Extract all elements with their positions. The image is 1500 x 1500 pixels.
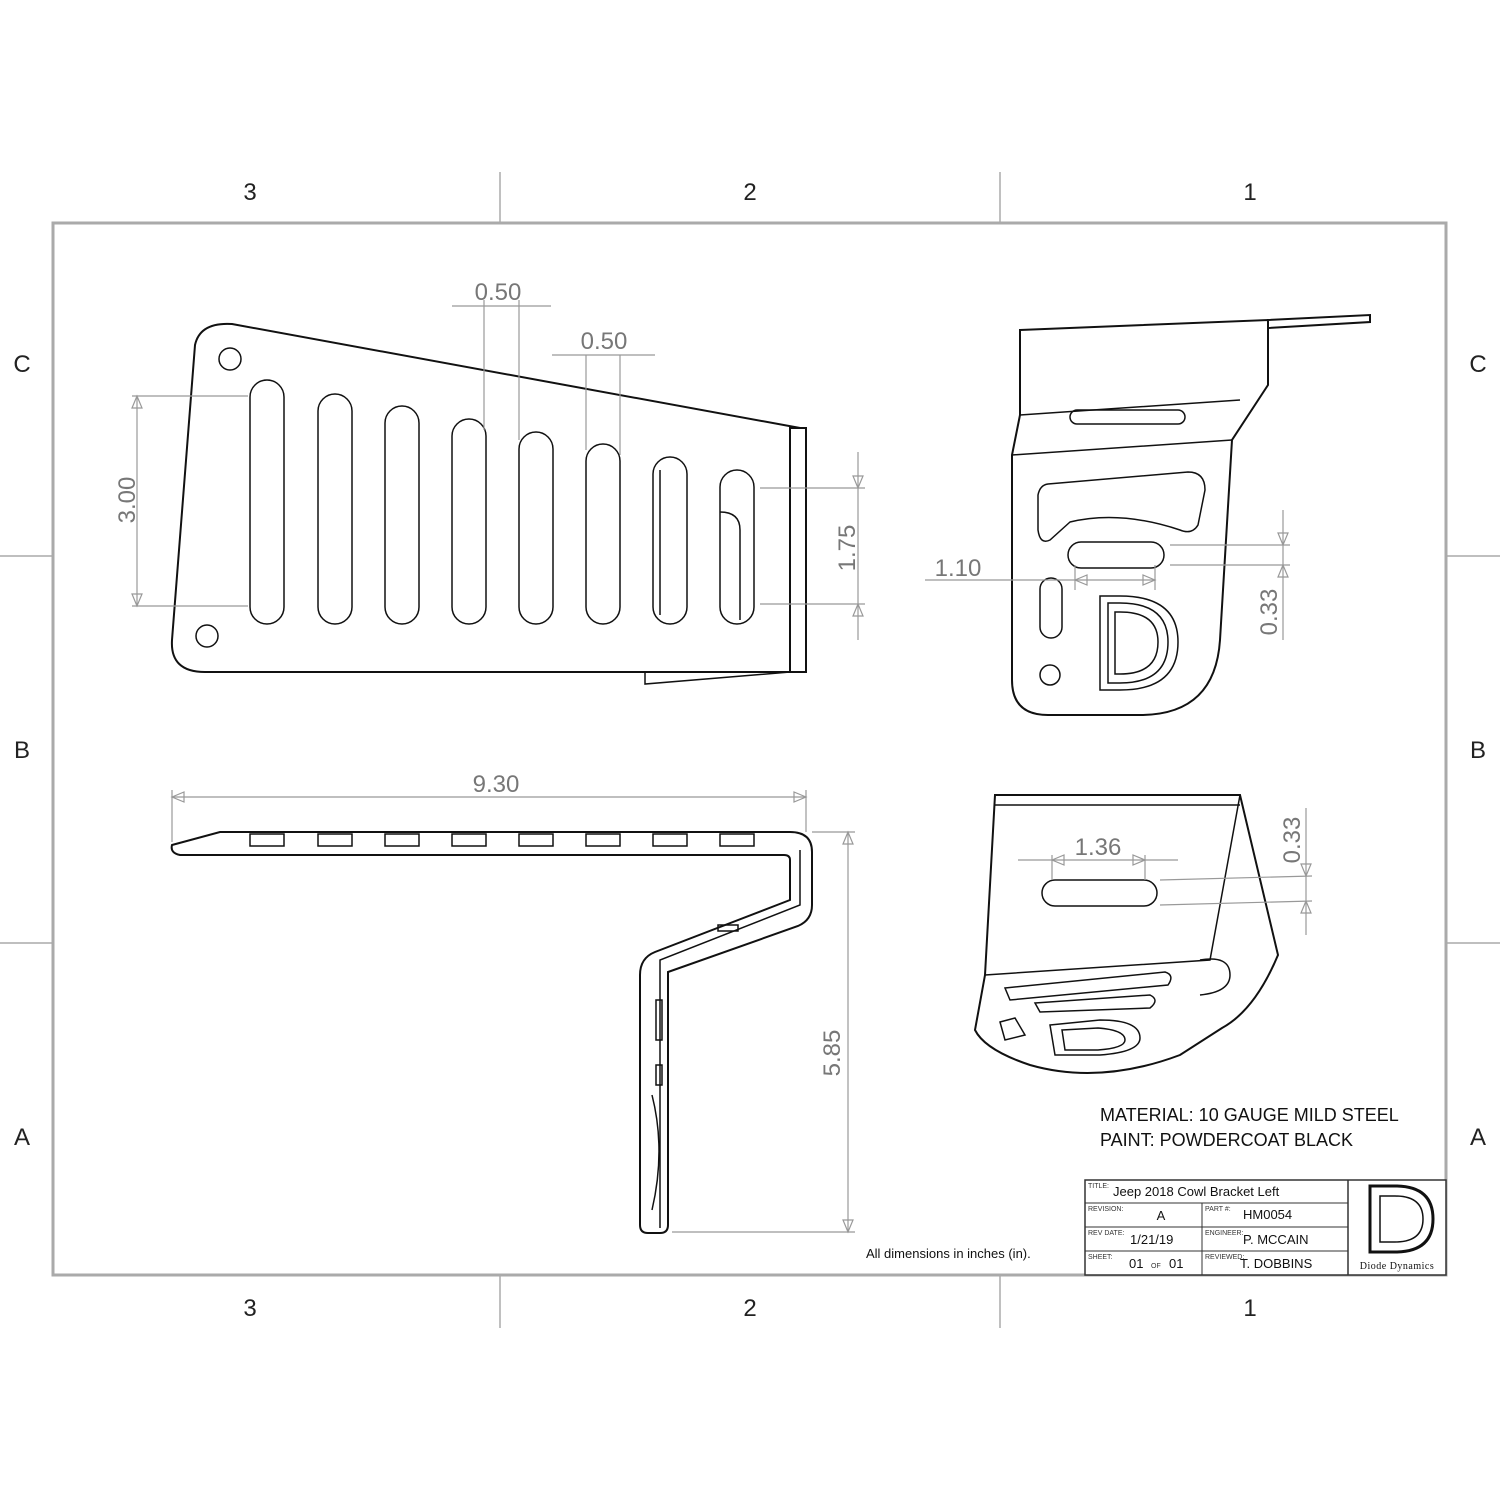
dim-slot-width: 0.50 [475, 279, 522, 306]
right-view-plate [1011, 318, 1269, 716]
front-view-flange [789, 427, 807, 673]
engineer-value: P. MCCAIN [1243, 1232, 1309, 1247]
sheet-label: SHEET: [1088, 1254, 1113, 1261]
zone-col-2-bottom: 2 [743, 1295, 756, 1322]
side-view-profile [170, 831, 813, 1234]
zone-col-3-top: 3 [243, 179, 256, 206]
material-note: MATERIAL: 10 GAUGE MILD STEEL [1100, 1105, 1399, 1125]
zone-col-3-bottom: 3 [243, 1295, 256, 1322]
dim-right-slot-width: 1.10 [935, 555, 982, 582]
zone-row-a-left: A [14, 1124, 30, 1151]
iso-view: 1.36 0.33 [973, 794, 1313, 1074]
dim-iso-slot-width: 1.36 [1075, 834, 1122, 861]
border-frame [51, 221, 1448, 1277]
zone-row-b-right: B [1470, 737, 1486, 764]
mount-hole-bottom [195, 624, 219, 648]
side-view-slots [249, 833, 755, 1211]
sheet-value: 01 [1129, 1256, 1143, 1271]
right-view-dimensions [925, 510, 1290, 640]
reviewed-value: T. DOBBINS [1240, 1256, 1313, 1271]
zone-row-c-right: C [1469, 351, 1486, 378]
front-view-slots [249, 379, 755, 625]
title-label: TITLE: [1088, 1183, 1109, 1190]
rev-date-label: REV DATE: [1088, 1230, 1124, 1237]
iso-view-dimensions [1018, 808, 1313, 935]
dim-overall-length: 9.30 [473, 771, 520, 798]
paint-note: PAINT: POWDERCOAT BLACK [1100, 1130, 1353, 1150]
side-view: 9.30 5.85 [170, 771, 855, 1234]
mount-hole-top [218, 347, 242, 371]
sheet-total: 01 [1169, 1256, 1183, 1271]
drawing-title: Jeep 2018 Cowl Bracket Left [1113, 1184, 1280, 1199]
front-view-dimensions [131, 300, 865, 640]
zone-ticks [0, 172, 1500, 1328]
zone-col-2-top: 2 [743, 179, 756, 206]
right-view-logo [1099, 595, 1179, 691]
front-view: 3.00 0.50 0.50 1.75 [114, 279, 865, 685]
zone-col-1-bottom: 1 [1243, 1295, 1256, 1322]
units-note: All dimensions in inches (in). [866, 1246, 1031, 1261]
sheet-of: OF [1151, 1263, 1161, 1270]
logo-text: Diode Dynamics [1360, 1261, 1435, 1272]
side-view-dimensions [170, 790, 855, 1234]
revision-value: A [1157, 1208, 1166, 1223]
zone-row-b-left: B [14, 737, 30, 764]
right-view-tab [1267, 313, 1371, 330]
iso-view-body [973, 794, 1280, 1074]
engineer-label: ENGINEER: [1205, 1230, 1244, 1237]
right-view: 1.10 0.33 [925, 313, 1371, 716]
zone-col-1-top: 1 [1243, 179, 1256, 206]
part-number: HM0054 [1243, 1207, 1292, 1222]
rev-date-value: 1/21/19 [1130, 1232, 1173, 1247]
revision-label: REVISION: [1088, 1206, 1123, 1213]
zone-row-a-right: A [1470, 1124, 1486, 1151]
zone-row-c-left: C [13, 351, 30, 378]
dim-right-slot-height: 0.33 [1256, 589, 1283, 636]
dim-iso-slot-height: 0.33 [1279, 817, 1306, 864]
dim-slot-length: 3.00 [114, 477, 141, 524]
reviewed-label: REVIEWED: [1205, 1254, 1244, 1261]
front-view-tab [644, 671, 791, 685]
dim-slot-pitch: 0.50 [581, 328, 628, 355]
part-label: PART #: [1205, 1206, 1231, 1213]
title-block: TITLE: Jeep 2018 Cowl Bracket Left REVIS… [1084, 1179, 1447, 1276]
dim-short-slot: 1.75 [834, 525, 861, 572]
dim-overall-height: 5.85 [819, 1030, 846, 1077]
company-logo: Diode Dynamics [1360, 1184, 1435, 1272]
